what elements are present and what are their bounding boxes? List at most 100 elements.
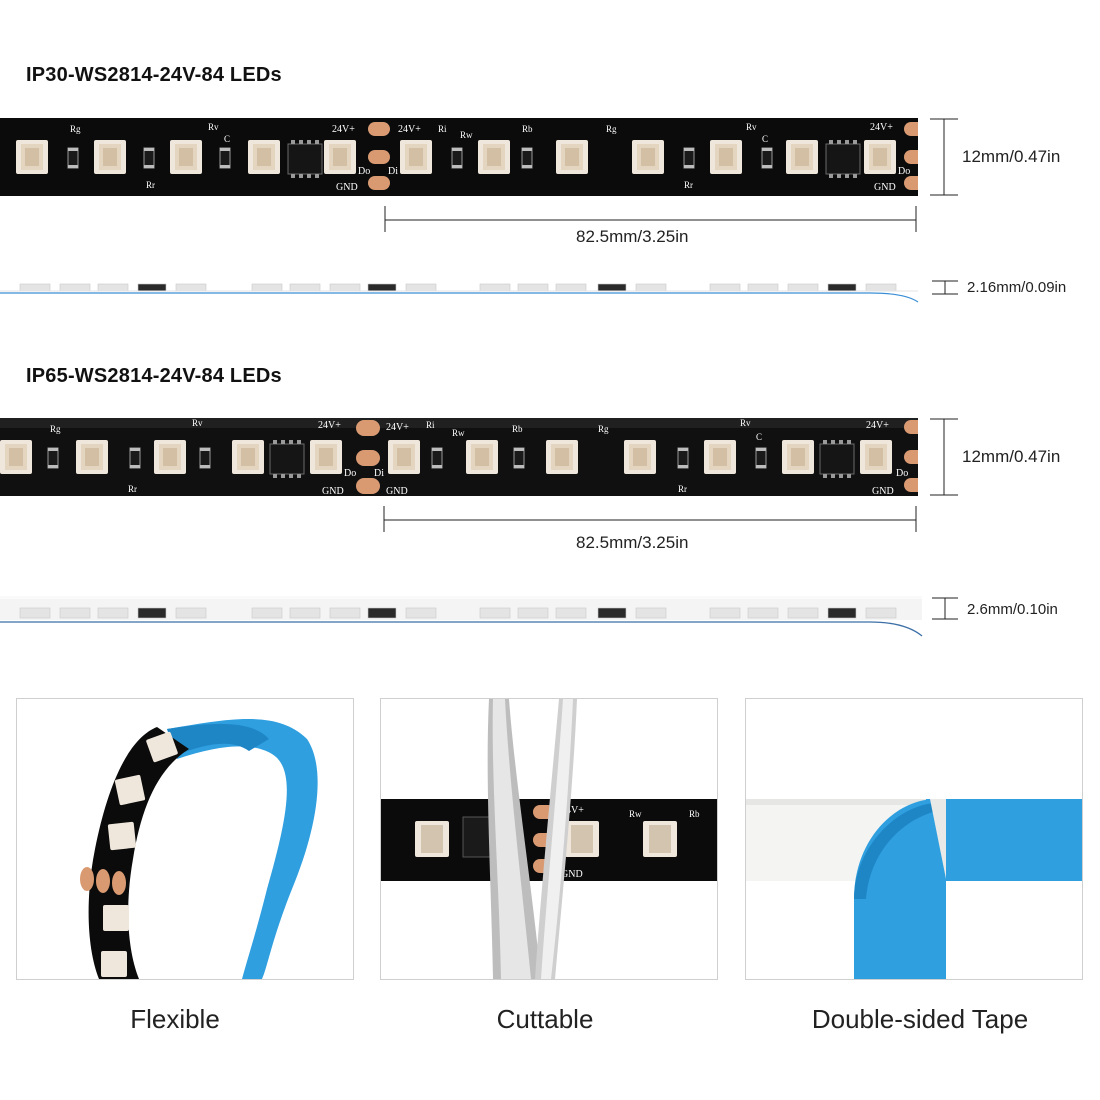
led-chip: [632, 140, 664, 174]
label-c-ip65: C: [756, 432, 762, 442]
label-gnd-ip65-2: GND: [386, 486, 408, 496]
resistor: [143, 147, 155, 169]
driver-ic: [819, 440, 855, 478]
label-c-2: C: [762, 134, 768, 144]
feature-panel-cuttable: 24V+ GND Rw Rb: [380, 698, 718, 980]
profile-component: [865, 607, 897, 619]
profile-component: [367, 283, 397, 292]
profile-component: [251, 283, 283, 292]
label-gnd-cut: GND: [561, 869, 583, 880]
driver-ic: [269, 440, 305, 478]
feature-caption-flexible: Flexible: [130, 1004, 220, 1034]
label-gnd-ip65-3: GND: [872, 486, 894, 496]
led-chip: [556, 140, 588, 174]
profile-component: [329, 607, 361, 619]
led-chip: [860, 440, 892, 474]
profile-component: [635, 607, 667, 619]
led-chip: [782, 440, 814, 474]
side-profile-ip65-drawing: [0, 596, 923, 637]
label-rv-ip65-2: Rv: [740, 418, 751, 428]
led-chip: [0, 440, 32, 474]
label-rg: Rg: [70, 124, 81, 134]
led-strip-ip30: 24V+ 24V+ GND Do Di Rg Rr Rv C Ri Rw Rb …: [0, 118, 918, 196]
profile-component: [747, 283, 779, 292]
label-24v-ip65-2: 24V+: [386, 422, 409, 433]
label-24v: 24V+: [332, 124, 355, 135]
label-rb-ip65: Rb: [512, 424, 523, 434]
led-chip: [786, 140, 818, 174]
resistor: [199, 447, 211, 469]
profile-component: [479, 283, 511, 292]
label-rg-2: Rg: [606, 124, 617, 134]
led-strip-ip30-drawing: 24V+ 24V+ GND Do Di Rg Rr Rv C Ri Rw Rb …: [0, 118, 918, 196]
label-gnd: GND: [336, 182, 358, 193]
flexible-strip-illustration: [80, 719, 318, 979]
label-24v-ip65-3: 24V+: [866, 420, 889, 431]
profile-component: [597, 283, 627, 292]
thickness-label-ip30: 2.16mm/0.09in: [967, 279, 1067, 296]
width-label-ip65: 12mm/0.47in: [962, 447, 1061, 466]
resistor: [683, 147, 695, 169]
width-dimension-ip65: [930, 418, 958, 496]
led-chip: [546, 440, 578, 474]
profile-component: [747, 607, 779, 619]
led-chip: [76, 440, 108, 474]
resistor: [129, 447, 141, 469]
profile-component: [137, 607, 167, 619]
label-gnd-ip65: GND: [322, 486, 344, 496]
label-do-ip65: Do: [344, 468, 356, 479]
label-24v-2: 24V+: [398, 124, 421, 135]
label-rr-2: Rr: [684, 180, 693, 190]
label-c: C: [224, 134, 230, 144]
led-chip: [624, 440, 656, 474]
resistor: [219, 147, 231, 169]
led-chip: [466, 440, 498, 474]
driver-ic: [287, 140, 323, 178]
label-gnd-2: GND: [874, 182, 896, 193]
label-rv-2: Rv: [746, 122, 757, 132]
resistor: [451, 147, 463, 169]
led-chip: [324, 140, 356, 174]
label-24v-cut: 24V+: [561, 805, 584, 816]
label-rb: Rb: [522, 124, 533, 134]
led-chip: [248, 140, 280, 174]
led-chip: [478, 140, 510, 174]
label-rr-ip65-2: Rr: [678, 484, 687, 494]
label-do-2: Do: [898, 166, 910, 177]
profile-component: [289, 283, 321, 292]
label-rw-ip65: Rw: [452, 428, 465, 438]
resistor: [513, 447, 525, 469]
resistor: [47, 447, 59, 469]
profile-component: [709, 607, 741, 619]
profile-component: [597, 607, 627, 619]
profile-component: [479, 607, 511, 619]
label-di-ip65: Di: [374, 468, 384, 479]
profile-component: [517, 283, 549, 292]
pitch-label-ip65: 82.5mm/3.25in: [576, 533, 689, 552]
profile-component: [251, 607, 283, 619]
profile-component: [827, 283, 857, 292]
label-24v-3: 24V+: [870, 122, 893, 133]
profile-component: [827, 607, 857, 619]
led-chip: [400, 140, 432, 174]
profile-component: [865, 283, 897, 292]
label-ri: Ri: [438, 124, 447, 134]
profile-component: [555, 607, 587, 619]
side-profile-ip65: [0, 594, 924, 638]
profile-component: [19, 283, 51, 292]
resistor: [755, 447, 767, 469]
section-title-ip65: IP65-WS2814-24V-84 LEDs: [26, 365, 282, 387]
profile-component: [289, 607, 321, 619]
profile-component: [787, 607, 819, 619]
label-24v-ip65: 24V+: [318, 420, 341, 431]
profile-component: [787, 283, 819, 292]
label-rw: Rw: [460, 130, 473, 140]
label-do-ip65-2: Do: [896, 468, 908, 479]
pitch-dimension-ip65: [383, 506, 917, 532]
profile-component: [97, 283, 129, 292]
profile-component: [635, 283, 667, 292]
label-rr: Rr: [146, 180, 155, 190]
profile-component: [97, 607, 129, 619]
label-rv: Rv: [208, 122, 219, 132]
feature-panel-flexible: [16, 698, 354, 980]
